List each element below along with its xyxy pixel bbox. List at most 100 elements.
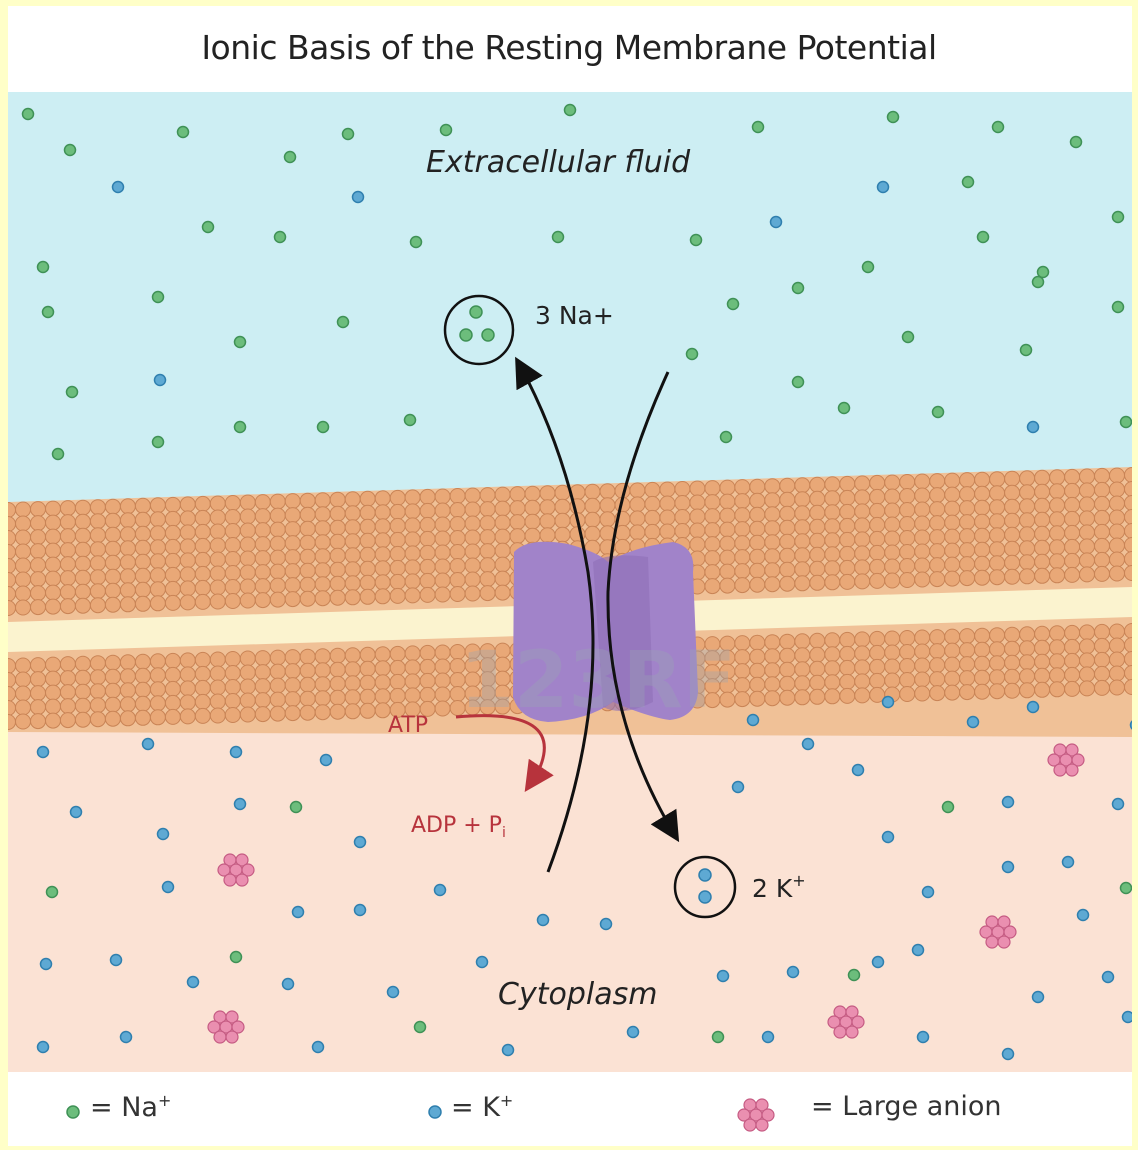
phospholipid-head — [480, 516, 495, 531]
phospholipid-head — [315, 705, 330, 720]
phospholipid-head — [405, 532, 420, 547]
phospholipid-head — [405, 688, 420, 703]
phospholipid-head — [690, 495, 705, 510]
phospholipid-head — [90, 656, 105, 671]
phospholipid-head — [975, 500, 990, 515]
phospholipid-head — [930, 502, 945, 517]
phospholipid-head — [930, 516, 945, 531]
phospholipid-head — [735, 550, 750, 565]
phospholipid-head — [330, 648, 345, 663]
phospholipid-head — [300, 507, 315, 522]
phospholipid-head — [720, 508, 735, 523]
phospholipid-head — [330, 534, 345, 549]
phospholipid-head — [870, 475, 885, 490]
phospholipid-head — [840, 574, 855, 589]
phospholipid-head — [810, 575, 825, 590]
phospholipid-head — [1020, 683, 1035, 698]
phospholipid-head — [390, 688, 405, 703]
phospholipid-head — [975, 514, 990, 529]
phospholipid-head — [150, 526, 165, 541]
phospholipid-head — [750, 563, 765, 578]
phospholipid-head — [780, 534, 795, 549]
phospholipid-head — [945, 501, 960, 516]
phospholipid-head — [120, 541, 135, 556]
phospholipid-head — [120, 655, 135, 670]
phospholipid-head — [330, 576, 345, 591]
phospholipid-head — [16, 672, 31, 687]
phospholipid-head — [960, 557, 975, 572]
phospholipid-head — [75, 698, 90, 713]
phospholipid-head — [960, 501, 975, 516]
phospholipid-head — [840, 532, 855, 547]
phospholipid-head — [735, 480, 750, 495]
phospholipid-head — [315, 677, 330, 692]
phospholipid-head — [465, 516, 480, 531]
phospholipid-head — [495, 487, 510, 502]
phospholipid-head — [165, 567, 180, 582]
phospholipid-head — [300, 591, 315, 606]
phospholipid-head — [1035, 626, 1050, 641]
phospholipid-head — [360, 703, 375, 718]
phospholipid-head — [390, 546, 405, 561]
phospholipid-head — [645, 482, 660, 497]
phospholipid-head — [345, 520, 360, 535]
phospholipid-head — [480, 502, 495, 517]
phospholipid-head — [870, 503, 885, 518]
phospholipid-head — [810, 505, 825, 520]
phospholipid-head — [930, 630, 945, 645]
phospholipid-head — [16, 516, 31, 531]
phospholipid-head — [1095, 566, 1110, 581]
phospholipid-head — [945, 685, 960, 700]
phospholipid-head — [1080, 525, 1095, 540]
phospholipid-head — [765, 577, 780, 592]
phospholipid-head — [450, 573, 465, 588]
phospholipid-head — [435, 673, 450, 688]
phospholipid-head — [360, 547, 375, 562]
phospholipid-head — [900, 545, 915, 560]
phospholipid-head — [765, 507, 780, 522]
k-ion — [293, 907, 304, 918]
na-ion — [1033, 277, 1044, 288]
phospholipid-head — [510, 515, 525, 530]
phospholipid-head — [225, 652, 240, 667]
phospholipid-head — [885, 631, 900, 646]
phospholipid-head — [465, 502, 480, 517]
phospholipid-head — [16, 530, 31, 545]
phospholipid-head — [420, 687, 435, 702]
phospholipid-head — [225, 594, 240, 609]
na-ion — [441, 125, 452, 136]
phospholipid-head — [930, 488, 945, 503]
phospholipid-head — [135, 540, 150, 555]
phospholipid-head — [16, 686, 31, 701]
phospholipid-head — [1035, 484, 1050, 499]
phospholipid-head — [31, 558, 46, 573]
phospholipid-head — [31, 502, 46, 517]
phospholipid-head — [705, 509, 720, 524]
phospholipid-head — [285, 508, 300, 523]
phospholipid-head — [75, 570, 90, 585]
phospholipid-head — [795, 634, 810, 649]
phospholipid-head — [780, 662, 795, 677]
phospholipid-head — [165, 667, 180, 682]
phospholipid-head — [105, 569, 120, 584]
phospholipid-head — [1110, 566, 1125, 581]
phospholipid-head — [420, 545, 435, 560]
phospholipid-head — [840, 476, 855, 491]
phospholipid-head — [255, 509, 270, 524]
phospholipid-head — [750, 677, 765, 692]
phospholipid-head — [165, 497, 180, 512]
k-ion — [1028, 702, 1039, 713]
phospholipid-head — [885, 517, 900, 532]
phospholipid-head — [420, 503, 435, 518]
phospholipid-head — [945, 543, 960, 558]
phospholipid-head — [315, 577, 330, 592]
phospholipid-head — [90, 684, 105, 699]
k-ion — [283, 979, 294, 990]
phospholipid-head — [420, 489, 435, 504]
phospholipid-head — [855, 518, 870, 533]
phospholipid-head — [1110, 496, 1125, 511]
phospholipid-head — [225, 680, 240, 695]
phospholipid-head — [735, 536, 750, 551]
phospholipid-head — [105, 583, 120, 598]
phospholipid-head — [540, 486, 555, 501]
